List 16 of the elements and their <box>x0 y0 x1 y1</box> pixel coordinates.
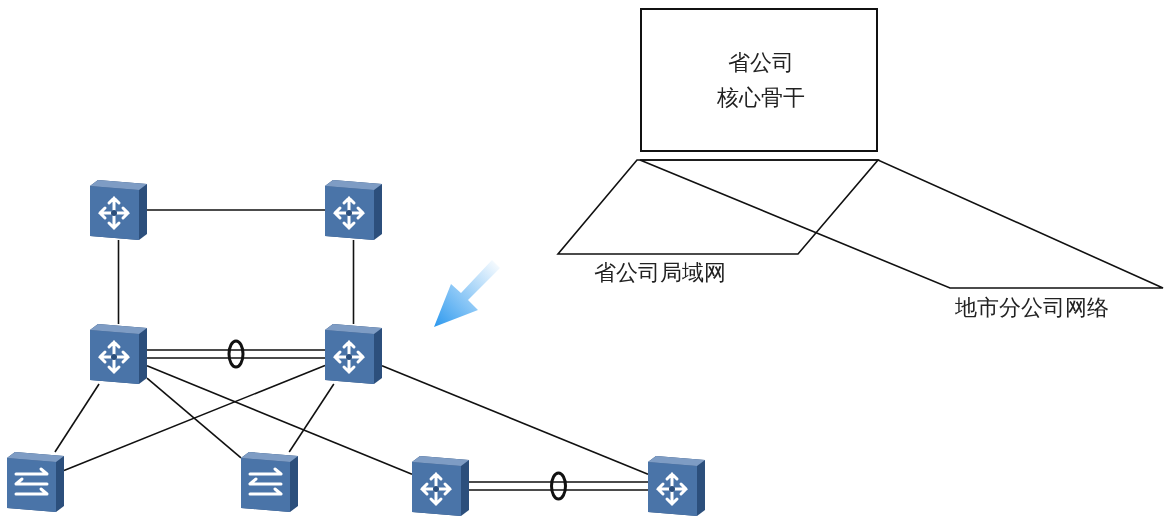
link-line <box>146 377 242 459</box>
link-line <box>381 364 649 476</box>
aggregated-link <box>468 481 649 491</box>
link-line <box>146 364 413 476</box>
link-line <box>54 383 100 453</box>
link-line <box>63 364 326 472</box>
box-label: 核心骨干 <box>716 85 806 111</box>
box-label: 省公司 <box>727 50 795 76</box>
network-label: 地市分公司网络 <box>955 295 1109 321</box>
link-line <box>352 239 355 325</box>
link-line <box>288 383 335 453</box>
link-line <box>117 239 120 325</box>
aggregated-link <box>146 349 326 359</box>
link-line <box>146 209 326 211</box>
core-box <box>640 8 878 152</box>
network-label: 省公司局域网 <box>594 260 726 286</box>
